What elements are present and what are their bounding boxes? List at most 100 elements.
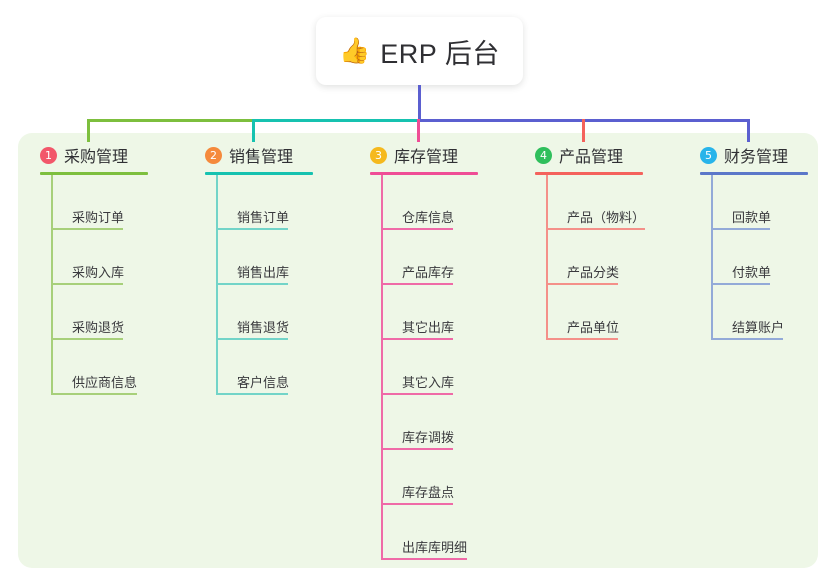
leaf-item-underline: [711, 338, 783, 340]
leaf-item-underline: [381, 503, 453, 505]
leaf-list: 采购订单采购入库采购退货供应商信息: [51, 175, 148, 395]
leaf-spine-line: [51, 175, 53, 395]
leaf-item-underline: [216, 228, 288, 230]
category-underline: [40, 172, 148, 175]
leaf-item[interactable]: 库存调拨: [381, 395, 478, 450]
leaf-spine-line: [711, 175, 713, 340]
drop-line-1: [86, 119, 90, 142]
leaf-item-underline: [51, 393, 137, 395]
leaf-item[interactable]: 销售退货: [216, 285, 313, 340]
leaf-item[interactable]: 销售订单: [216, 175, 313, 230]
bus-segment-1: [86, 119, 255, 122]
category-number-badge: 3: [370, 146, 387, 164]
leaf-item[interactable]: 销售出库: [216, 230, 313, 285]
leaf-item-label: 供应商信息: [72, 375, 138, 390]
leaf-item-underline: [711, 228, 770, 230]
leaf-item-label: 结算账户: [732, 320, 785, 335]
leaf-item-underline: [381, 283, 453, 285]
drop-line-4: [581, 119, 585, 142]
leaf-item-label: 回款单: [732, 210, 772, 225]
leaf-item[interactable]: 客户信息: [216, 340, 313, 395]
leaf-item-label: 付款单: [732, 265, 772, 280]
category-number-badge: 1: [40, 146, 57, 164]
leaf-item-underline: [381, 338, 453, 340]
leaf-item-underline: [546, 338, 618, 340]
leaf-item[interactable]: 采购订单: [51, 175, 148, 230]
leaf-item-label: 销售退货: [237, 320, 290, 335]
leaf-item-label: 仓库信息: [402, 210, 455, 225]
category-underline: [535, 172, 643, 175]
root-node-title: ERP 后台: [380, 38, 500, 69]
leaf-item[interactable]: 其它入库: [381, 340, 478, 395]
leaf-item[interactable]: 采购入库: [51, 230, 148, 285]
category-underline: [700, 172, 808, 175]
leaf-item[interactable]: 出库库明细: [381, 505, 478, 560]
leaf-item-label: 产品（物料）: [567, 210, 646, 225]
leaf-item-label: 出库库明细: [402, 540, 468, 555]
leaf-list: 产品（物料） 产品分类产品单位: [546, 175, 645, 340]
bus-segment-2: [251, 119, 420, 122]
leaf-item-underline: [51, 228, 123, 230]
leaf-item-underline: [381, 558, 467, 560]
leaf-item[interactable]: 产品（物料）: [546, 175, 645, 230]
category-header-3[interactable]: 3 库存管理: [370, 143, 478, 167]
category-number-badge: 4: [535, 146, 552, 164]
leaf-item[interactable]: 仓库信息: [381, 175, 478, 230]
leaf-item-label: 其它出库: [402, 320, 455, 335]
leaf-item[interactable]: 回款单: [711, 175, 808, 230]
leaf-item[interactable]: 其它出库: [381, 285, 478, 340]
leaf-item-underline: [216, 393, 288, 395]
category-title: 库存管理: [394, 149, 459, 166]
root-node-card[interactable]: 👍 ERP 后台: [316, 17, 523, 85]
leaf-item-underline: [381, 228, 453, 230]
leaf-item[interactable]: 结算账户: [711, 285, 808, 340]
category-column-4: 4 产品管理产品（物料） 产品分类产品单位: [535, 143, 645, 340]
leaf-item-label: 客户信息: [237, 375, 290, 390]
leaf-item-label: 采购退货: [72, 320, 125, 335]
category-column-1: 1 采购管理采购订单采购入库采购退货供应商信息: [40, 143, 148, 395]
thumbs-up-icon: 👍: [339, 36, 371, 65]
leaf-item-label: 销售出库: [237, 265, 290, 280]
leaf-spine-line: [546, 175, 548, 340]
leaf-list: 仓库信息产品库存其它出库其它入库库存调拨库存盘点出库库明细: [381, 175, 478, 560]
leaf-spine-line: [216, 175, 218, 395]
leaf-item[interactable]: 产品单位: [546, 285, 645, 340]
leaf-item-underline: [381, 448, 453, 450]
category-number-badge: 2: [205, 146, 222, 164]
drop-line-2: [251, 119, 255, 142]
leaf-item-underline: [546, 228, 645, 230]
leaf-spine-line: [381, 175, 383, 560]
leaf-item-label: 采购入库: [72, 265, 125, 280]
leaf-item-underline: [51, 338, 123, 340]
leaf-item[interactable]: 产品分类: [546, 230, 645, 285]
leaf-item-underline: [216, 283, 288, 285]
category-header-4[interactable]: 4 产品管理: [535, 143, 645, 167]
leaf-item[interactable]: 付款单: [711, 230, 808, 285]
leaf-list: 销售订单销售出库销售退货客户信息: [216, 175, 313, 395]
leaf-item[interactable]: 供应商信息: [51, 340, 148, 395]
drop-line-5: [746, 119, 750, 142]
leaf-item-underline: [546, 283, 618, 285]
drop-line-3: [416, 119, 420, 142]
leaf-item-underline: [51, 283, 123, 285]
leaf-item-label: 销售订单: [237, 210, 290, 225]
leaf-item-label: 产品库存: [402, 265, 455, 280]
leaf-item-label: 其它入库: [402, 375, 455, 390]
leaf-item-underline: [711, 283, 770, 285]
leaf-item[interactable]: 产品库存: [381, 230, 478, 285]
category-title: 财务管理: [724, 149, 789, 166]
root-stem-line: [417, 85, 421, 122]
category-column-3: 3 库存管理仓库信息产品库存其它出库其它入库库存调拨库存盘点出库库明细: [370, 143, 478, 560]
leaf-item-label: 产品分类: [567, 265, 620, 280]
leaf-item-underline: [381, 393, 453, 395]
category-title: 产品管理: [559, 149, 624, 166]
leaf-item[interactable]: 库存盘点: [381, 450, 478, 505]
category-title: 采购管理: [64, 149, 129, 166]
category-header-1[interactable]: 1 采购管理: [40, 143, 148, 167]
leaf-item[interactable]: 采购退货: [51, 285, 148, 340]
